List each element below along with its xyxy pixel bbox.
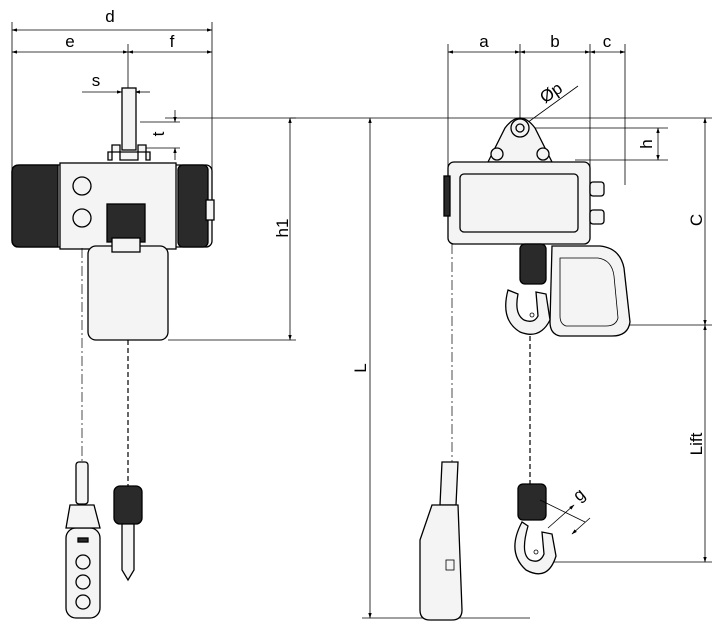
pendant-button-3 — [75, 594, 91, 610]
dimension-h: h — [528, 127, 668, 161]
label-f: f — [170, 32, 175, 51]
lower-hook-block — [517, 483, 547, 521]
label-d: d — [105, 7, 114, 26]
bolt-upper — [72, 176, 92, 196]
dimension-lift: Lift — [550, 324, 712, 563]
label-b: b — [550, 32, 559, 51]
label-l: L — [351, 363, 370, 372]
side-view: d e f s t — [11, 7, 215, 619]
label-c: c — [603, 32, 612, 51]
suspension-bracket — [486, 117, 554, 163]
side-cover — [443, 175, 451, 217]
label-h1: h1 — [273, 219, 292, 238]
bracket-bolt-right — [536, 147, 550, 161]
label-g: g — [569, 485, 588, 506]
upper-hook — [505, 289, 551, 335]
terminal-box — [106, 203, 146, 243]
lower-hook — [514, 521, 557, 575]
chain-bag-front — [549, 245, 631, 337]
bolt-lower — [72, 208, 92, 228]
label-e: e — [65, 32, 74, 51]
dimension-h1: h1 — [165, 117, 296, 341]
lower-hook-center — [533, 549, 539, 555]
label-phi-p: Øp — [536, 78, 565, 107]
dimension-c-height: C — [520, 117, 712, 326]
upper-hook-block — [519, 243, 547, 285]
suspension-eye-hole — [515, 123, 525, 133]
label-lift: Lift — [687, 432, 706, 455]
front-view: a b c Øp h C Lift — [419, 32, 712, 621]
dimension-e-f: e f — [11, 32, 213, 95]
front-pendant-cable — [439, 461, 459, 506]
suspension-shaft — [121, 87, 137, 151]
label-t: t — [149, 131, 168, 136]
chain-bag-inner — [559, 257, 619, 327]
cable-gland-bottom — [589, 209, 605, 225]
pendant-top — [65, 504, 101, 529]
dimension-t: t — [140, 110, 180, 160]
label-s: s — [92, 71, 101, 90]
label-c-height: C — [687, 214, 706, 226]
pendant-button-2 — [75, 574, 91, 590]
hook — [121, 523, 135, 582]
pendant-label — [77, 537, 89, 543]
bag-mount — [111, 237, 141, 253]
dimension-d: d — [11, 7, 213, 185]
chain-bag — [87, 245, 169, 341]
label-h: h — [637, 139, 656, 148]
dimension-s: s — [82, 71, 150, 94]
body-panel — [459, 173, 579, 233]
dimension-a-b-c: a b c — [447, 32, 626, 185]
bracket-bolt-left — [490, 147, 504, 161]
pendant-button-1 — [75, 554, 91, 570]
motor-end-cap — [11, 164, 59, 248]
brake-end-cap — [177, 164, 209, 248]
front-pendant-button — [445, 559, 455, 571]
front-pendant-control — [419, 504, 463, 621]
suspension-lug — [107, 144, 151, 161]
dimension-g: g — [539, 485, 591, 535]
pendant-cable-strain-relief — [75, 461, 89, 505]
cable-gland-top — [589, 181, 605, 197]
upper-hook-center — [529, 312, 535, 318]
hook-block — [113, 485, 143, 525]
side-cap — [205, 199, 215, 221]
label-a: a — [479, 32, 489, 51]
